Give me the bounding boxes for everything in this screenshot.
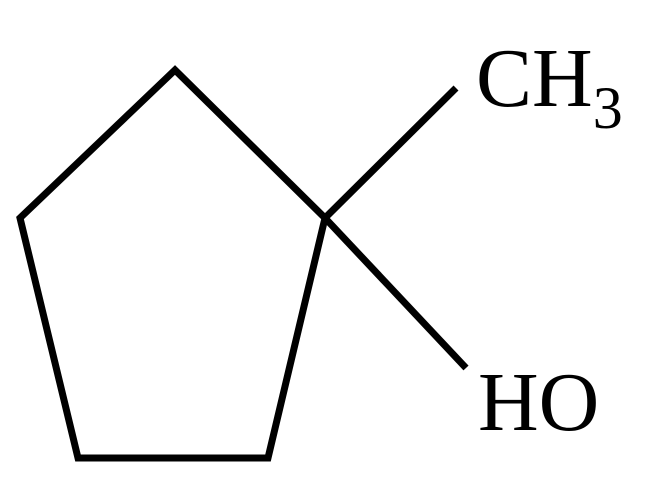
cyclopentane-ring [16,65,329,462]
bond-to-hydroxyl [322,215,469,371]
bond-to-methyl [322,85,459,221]
hydroxyl-label: HO [478,356,599,449]
methyl-label: CH3 [476,32,623,141]
